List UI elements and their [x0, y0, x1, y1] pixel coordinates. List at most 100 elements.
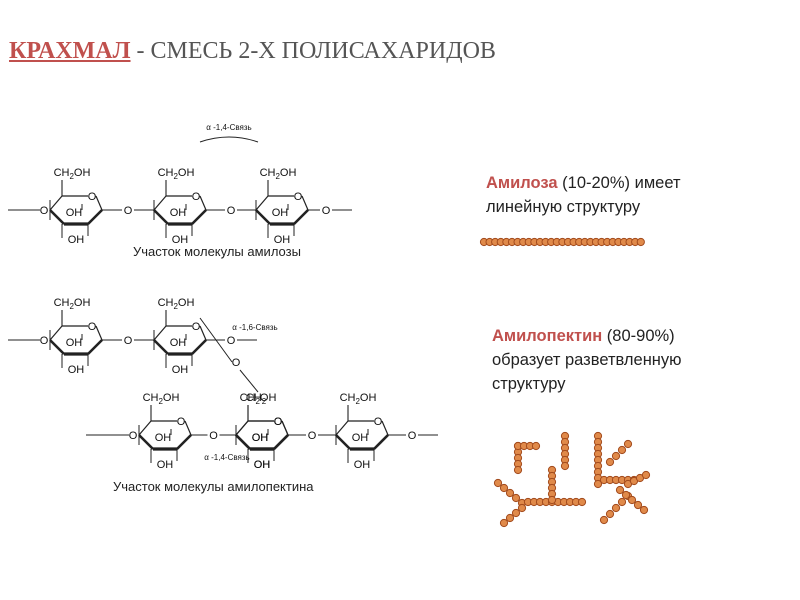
- ch2oh-label: CH2OH: [240, 392, 277, 406]
- bead: [531, 441, 541, 451]
- bridge-oxygen-label: O: [124, 335, 133, 347]
- ring-bond: [184, 420, 192, 436]
- oh-label: OH: [155, 432, 172, 444]
- oh-label: OH: [172, 234, 189, 246]
- bead: [605, 509, 615, 519]
- ring-bond: [49, 325, 63, 341]
- ring-bond: [255, 195, 269, 211]
- ring-bond: [138, 420, 152, 436]
- bead: [611, 503, 621, 513]
- bead: [639, 505, 649, 515]
- bead: [636, 237, 645, 247]
- ring-bond: [176, 434, 192, 450]
- branch-oxygen-label: O: [232, 357, 241, 369]
- amylose-percent: (10-20%): [562, 174, 631, 192]
- bridge-oxygen-label: O: [322, 205, 331, 217]
- title-keyword: КРАХМАЛ: [9, 38, 131, 64]
- ring-bond: [153, 339, 169, 355]
- ring-bond: [199, 325, 207, 341]
- bead: [593, 479, 603, 489]
- ring-bond: [49, 339, 65, 355]
- ring-bond: [87, 339, 103, 355]
- slide-title: КРАХМАЛ - СМЕСЬ 2-Х ПОЛИСАХАРИДОВ: [9, 38, 496, 65]
- bead: [641, 470, 651, 480]
- ring-bond: [381, 420, 389, 436]
- bridge-oxygen-label: O: [408, 430, 417, 442]
- ring-oxygen-label: O: [177, 416, 186, 428]
- bead: [617, 497, 627, 507]
- bead: [599, 515, 609, 525]
- ring-bond: [235, 434, 251, 450]
- bead: [621, 490, 631, 500]
- bridge-oxygen-label: O: [308, 430, 317, 442]
- ring-bond: [235, 420, 249, 436]
- title-dash: -: [136, 38, 145, 64]
- bridge-oxygen-label: O: [209, 430, 218, 442]
- bridge-oxygen-label: O: [227, 335, 236, 347]
- bead: [627, 495, 637, 505]
- bead: [623, 439, 633, 449]
- amylopectin-desc-2: образует разветвленную: [492, 351, 682, 369]
- oh-label: OH: [170, 337, 187, 349]
- bridge-oxygen-label: O: [40, 335, 49, 347]
- ring-oxygen-label: O: [374, 416, 383, 428]
- ring-bond: [335, 420, 349, 436]
- amylose-caption: Участок молекулы амилозы: [133, 244, 301, 259]
- oh-label: OH: [254, 459, 271, 471]
- ring-bond: [49, 195, 63, 211]
- oh-label: OH: [66, 207, 83, 219]
- oh-label: OH: [354, 459, 371, 471]
- ring-bond: [281, 420, 289, 436]
- amylopectin-desc-3: структуру: [492, 375, 566, 393]
- oh-label: OH: [272, 207, 289, 219]
- ch2oh-label: CH2OH: [260, 167, 297, 181]
- ring-bond: [293, 209, 309, 225]
- bead: [513, 465, 523, 475]
- oh-label: OH: [172, 364, 189, 376]
- ch2oh-label: CH2OH: [158, 167, 195, 181]
- bead: [499, 518, 509, 528]
- bead: [605, 457, 615, 467]
- oh-label: OH: [68, 234, 85, 246]
- bead: [611, 451, 621, 461]
- oh-label: OH: [157, 459, 174, 471]
- bead: [577, 497, 587, 507]
- amylose-desc-1: имеет: [634, 174, 681, 192]
- ring-bond: [153, 209, 169, 225]
- ring-oxygen-label: O: [294, 191, 303, 203]
- amylopectin-name: Амилопектин: [492, 327, 603, 345]
- ring-bond: [191, 339, 207, 355]
- bond-14-label: α -1,4-Связь: [206, 123, 251, 132]
- bridge-oxygen-label: O: [129, 430, 138, 442]
- bead: [499, 483, 509, 493]
- oh-label: OH: [254, 459, 271, 471]
- ring-bond: [335, 434, 351, 450]
- bridge-oxygen-label: O: [124, 205, 133, 217]
- ch2oh-label: CH2OH: [340, 392, 377, 406]
- ch2-label: CH2: [246, 392, 267, 406]
- ring-bond: [138, 434, 154, 450]
- bond-16-label: α -1,6-Связь: [232, 323, 277, 332]
- ring-bond: [301, 195, 309, 211]
- bead: [517, 503, 527, 513]
- branch-bond: [199, 317, 233, 363]
- ring-bond: [95, 195, 103, 211]
- amylose-description: Амилоза (10-20%) имеет линейную структур…: [486, 171, 681, 219]
- ring-oxygen-label: O: [274, 416, 283, 428]
- ring-oxygen-label: O: [192, 191, 201, 203]
- bond-brace: [199, 136, 259, 143]
- ring-oxygen-label: O: [274, 416, 283, 428]
- oh-label: OH: [170, 207, 187, 219]
- ring-bond: [87, 209, 103, 225]
- ch2oh-label: CH2OH: [143, 392, 180, 406]
- oh-label: OH: [252, 432, 269, 444]
- ring-bond: [273, 434, 289, 450]
- ring-bond: [191, 209, 207, 225]
- oh-label: OH: [252, 432, 269, 444]
- branch-bond: [239, 369, 259, 393]
- amylopectin-branched-model: [493, 431, 651, 528]
- bridge-oxygen-label: O: [227, 205, 236, 217]
- amylose-name: Амилоза: [486, 174, 558, 192]
- amylopectin-description: Амилопектин (80-90%) образует разветвлен…: [492, 324, 682, 396]
